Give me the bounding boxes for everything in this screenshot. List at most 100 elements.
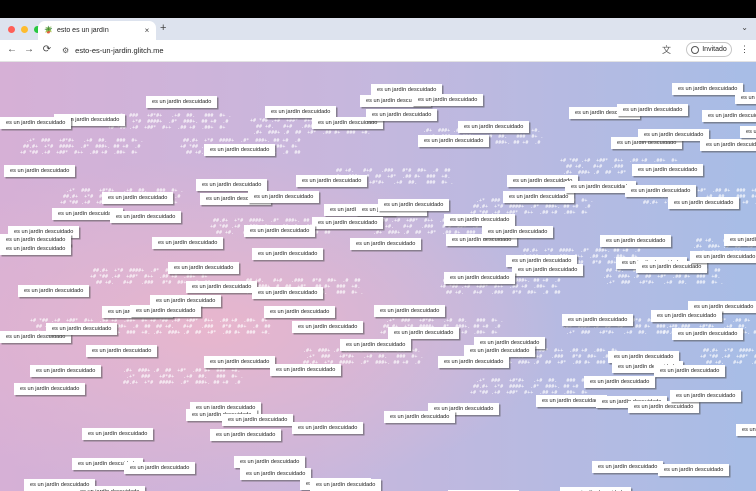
garden-card[interactable]: es un jardín descuidado (150, 295, 222, 307)
garden-card[interactable]: es un jardín descuidado (507, 175, 579, 187)
garden-card[interactable]: es un jardín descuidado (636, 261, 708, 273)
garden-card[interactable]: es un jardín descuidado (378, 199, 450, 211)
garden-card[interactable]: es un jardín descuidado (210, 429, 282, 441)
back-button[interactable]: ← (7, 44, 17, 55)
garden-card[interactable]: es un jardín descuidado (371, 84, 443, 96)
address-bar[interactable]: ⚙ esto-es-un-jardin.glitch.me (62, 43, 680, 57)
garden-card[interactable]: es un jardín descuidado (672, 328, 744, 340)
garden-card[interactable]: es un jardín descuidado (264, 306, 336, 318)
garden-card[interactable]: es un jardín descuidado (46, 323, 118, 335)
garden-card[interactable]: es un jardín descuidado (248, 191, 320, 203)
garden-card[interactable]: es un jardín descuidado (740, 126, 756, 138)
garden-card[interactable]: es un jardín descuidado (312, 217, 384, 229)
garden-card[interactable]: es un jardín descuidado (292, 422, 364, 434)
garden-card[interactable]: es un jardín descuidado (296, 175, 368, 187)
garden-card[interactable]: es un jardín descuidado (52, 208, 124, 220)
url-text[interactable]: esto-es-un-jardin.glitch.me (75, 45, 164, 55)
garden-card[interactable]: es un jardín descuidado (438, 356, 510, 368)
garden-card[interactable]: es un jardín descuidado (30, 365, 102, 377)
garden-card[interactable]: es un jardín descuidado (310, 479, 382, 491)
garden-card[interactable]: es un jardín descuidado (222, 414, 294, 426)
garden-card[interactable]: es un jardín descuidado (82, 428, 154, 440)
garden-card[interactable]: es un jardín descuidado (560, 487, 632, 491)
garden-card[interactable]: es un jardín descuidado (444, 272, 516, 284)
garden-card[interactable]: es un jardín descuidado (102, 192, 174, 204)
garden-card[interactable]: es un jardín descuidado (651, 310, 723, 322)
garden-card[interactable]: es un jardín descuidado (584, 376, 656, 388)
garden-card[interactable]: es un jardín descuidado (18, 285, 90, 297)
garden-card[interactable]: es un jardín descuidado (562, 314, 634, 326)
garden-card[interactable]: es un jardín descuidado (536, 395, 608, 407)
garden-card[interactable]: es un jardín descuidado (444, 214, 516, 226)
garden-card[interactable]: es un jardín descuidado (384, 411, 456, 423)
garden-card[interactable]: es un jardín descuidado (412, 94, 484, 106)
garden-card[interactable]: es un jardín descuidado (292, 321, 364, 333)
garden-card[interactable]: es un jardín descuidado (464, 345, 536, 357)
close-window-button[interactable] (8, 26, 15, 33)
garden-card[interactable]: es un jardín descuidado (312, 117, 384, 129)
garden-card[interactable]: es un jardín descuidado (700, 139, 756, 151)
garden-card[interactable]: es un jardín descuidado (196, 179, 268, 191)
garden-card[interactable]: es un jardín descuidado (418, 135, 490, 147)
garden-card[interactable]: es un jardín descuidado (565, 181, 637, 193)
garden-card[interactable]: es un jardín descuidado (146, 96, 218, 108)
garden-card[interactable]: es un jardín descuidado (628, 401, 700, 413)
garden-card[interactable]: es un jardín descuidado (617, 104, 689, 116)
garden-card[interactable]: es un jardín descuidado (592, 461, 664, 473)
garden-card[interactable]: es un jardín descuidado (668, 197, 740, 209)
garden-card[interactable]: es un jardín descuidado (74, 486, 146, 491)
chevron-down-icon[interactable]: ⌄ (741, 23, 748, 32)
garden-card[interactable]: es un jardín descuidado (672, 83, 744, 95)
garden-card[interactable]: es un jardín descuidado (86, 345, 158, 357)
garden-card[interactable]: es un jardín descuidado (265, 106, 337, 118)
garden-card[interactable]: es un jardín descuidado (4, 165, 76, 177)
garden-card[interactable]: es un jardín descuidado (244, 225, 316, 237)
garden-card[interactable]: es un jardín descuidado (512, 264, 584, 276)
close-icon[interactable]: × (144, 26, 150, 35)
garden-card[interactable]: es un jardín descuidado (270, 364, 342, 376)
garden-card[interactable]: es un jardín descuidado (600, 235, 672, 247)
garden-card[interactable]: es un jardín descuidado (366, 109, 438, 121)
garden-card[interactable]: es un jardín descuidado (632, 164, 704, 176)
profile-button[interactable]: Invitado (686, 42, 732, 57)
garden-card[interactable]: es un jardín descuidado (654, 365, 726, 377)
garden-card[interactable]: es un jardín descuidado (186, 281, 258, 293)
garden-card[interactable]: es un jardín descuidado (130, 305, 202, 317)
garden-card[interactable]: es un jardín descuidado (608, 351, 680, 363)
minimize-window-button[interactable] (21, 26, 28, 33)
translate-icon[interactable]: 文 (662, 45, 672, 55)
garden-card[interactable]: es un jardín descuidado (204, 356, 276, 368)
more-menu-icon[interactable]: ⋮ (740, 44, 749, 54)
garden-card[interactable]: es un jardín descuidado (152, 237, 224, 249)
garden-card[interactable]: es un jardín descuidado (670, 390, 742, 402)
garden-card[interactable]: es un jardín descuidado (374, 305, 446, 317)
garden-card[interactable]: es un jardín descuidado (240, 468, 312, 480)
garden-card[interactable]: es un jardín descuidado (252, 287, 324, 299)
garden-card[interactable]: es un jardín descuidado (702, 110, 756, 122)
forward-button[interactable]: → (24, 44, 34, 55)
garden-card[interactable]: es un jardín descuidado (252, 248, 324, 260)
garden-canvas[interactable]: .+* ### +#*#+ .+# ##. ### #+ . ##.#+ +*#… (0, 62, 756, 491)
garden-card[interactable]: es un jardín descuidado (168, 262, 240, 274)
new-tab-button[interactable]: + (160, 22, 167, 34)
garden-card[interactable]: es un jardín descuidado (503, 191, 575, 203)
reload-button[interactable]: ⟳ (42, 44, 52, 55)
garden-card[interactable]: es un jardín descuidado (14, 383, 86, 395)
garden-card[interactable]: es un jardín descuidado (0, 243, 72, 255)
garden-card[interactable]: es un jardín descuidado (388, 327, 460, 339)
garden-card[interactable]: es un jardín descuidado (482, 226, 554, 238)
garden-card[interactable]: es un jardín descuidado (735, 92, 756, 104)
garden-card[interactable]: es un jardín descuidado (54, 114, 126, 126)
garden-card[interactable]: es un jardín descuidado (204, 144, 276, 156)
garden-card[interactable]: es un jardín descuidado (0, 117, 72, 129)
tab-esto-es-un-jardin[interactable]: 🪴 esto es un jardín × (38, 21, 156, 40)
garden-card[interactable]: es un jardín descuidado (234, 456, 306, 468)
maximize-window-button[interactable] (34, 26, 41, 33)
garden-card[interactable]: es un jardín descuidado (724, 234, 756, 246)
garden-card[interactable]: es un jardín descuidado (690, 251, 756, 263)
garden-card[interactable]: es un jardín descuidado (736, 424, 756, 436)
garden-card[interactable]: es un jardín descuidado (340, 339, 412, 351)
garden-card[interactable]: es un jardín descuidado (110, 211, 182, 223)
garden-card[interactable]: es un jardín descuidado (638, 129, 710, 141)
garden-card[interactable]: es un jardín descuidado (350, 238, 422, 250)
